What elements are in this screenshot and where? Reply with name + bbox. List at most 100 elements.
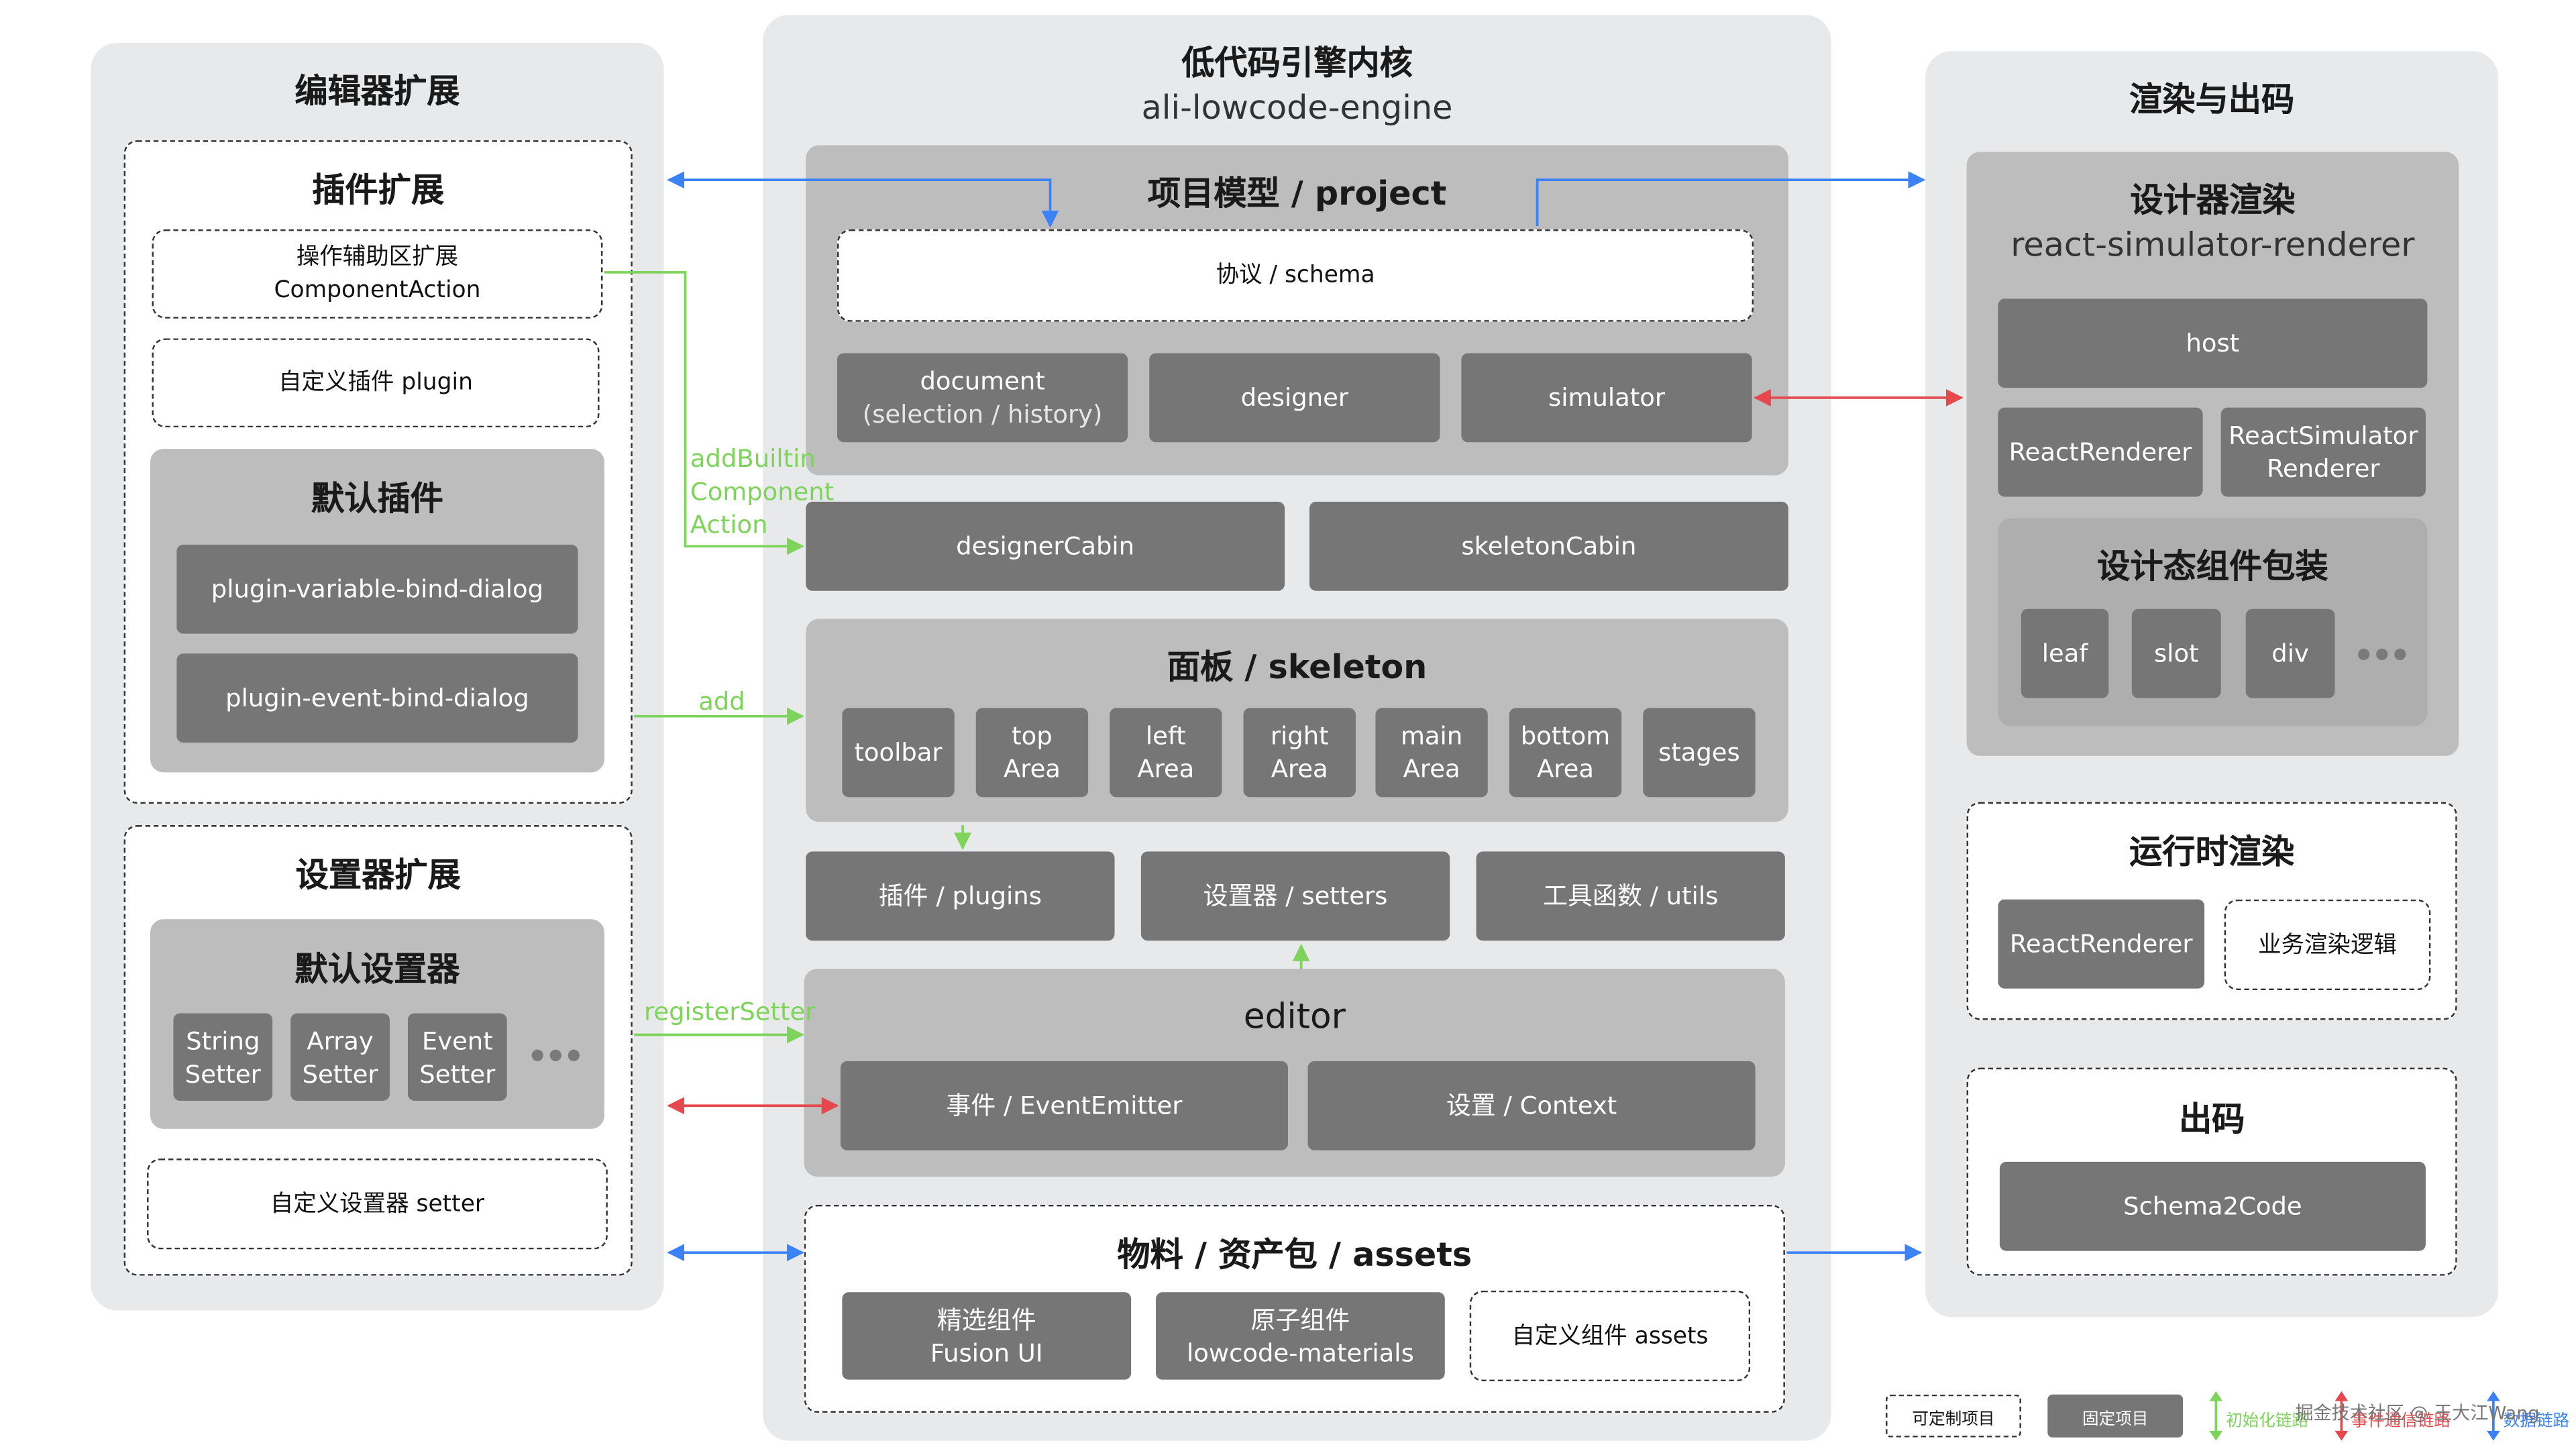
wrapper-slot: slot — [2131, 608, 2221, 698]
legend-init-link: 初始化链路 — [2226, 1412, 2309, 1431]
schema2code-box: Schema2Code — [1999, 1161, 2426, 1251]
setters-box: 设置器 / setters — [1140, 851, 1450, 941]
context-box: 设置 / Context — [1307, 1061, 1756, 1150]
skeleton-bottom-area: bottom Area — [1509, 708, 1622, 798]
lowcode-materials-line2: lowcode-materials — [1187, 1337, 1414, 1368]
custom-plugin-box: 自定义插件 plugin — [152, 338, 600, 428]
skeleton-toolbar: toolbar — [842, 708, 955, 798]
component-action-label-cn: 操作辅助区扩展 — [296, 244, 459, 271]
skeleton-left-area-line1: left — [1145, 721, 1186, 751]
fusion-ui-box: 精选组件 Fusion UI — [842, 1292, 1132, 1380]
legend-customizable-label: 可定制项目 — [1912, 1410, 1995, 1429]
skeleton-right-area-line1: right — [1270, 721, 1329, 751]
project-title: 项目模型 / project — [1147, 173, 1447, 213]
custom-assets-box: 自定义组件 assets — [1469, 1290, 1751, 1382]
event-setter-line1: Event — [421, 1025, 493, 1056]
runtime-render-title: 运行时渲染 — [2129, 831, 2295, 871]
skeleton-top-area: top Area — [975, 708, 1089, 798]
legend-customizable: 可定制项目 — [1886, 1394, 2021, 1438]
business-logic-box: 业务渲染逻辑 — [2224, 899, 2431, 991]
host-box: host — [1998, 299, 2428, 388]
edge-label-register-setter: registerSetter — [643, 996, 816, 1027]
event-setter-line2: Setter — [419, 1059, 496, 1089]
skeleton-main-area: main Area — [1375, 708, 1488, 798]
wrapper-leaf: leaf — [2021, 608, 2109, 698]
plugins-box: 插件 / plugins — [806, 851, 1115, 941]
simulator-box: simulator — [1461, 353, 1752, 443]
skeleton-left-area-line2: Area — [1137, 754, 1195, 784]
lowcode-materials-line1: 原子组件 — [1250, 1304, 1350, 1334]
array-setter: Array Setter — [290, 1013, 390, 1101]
component-action-box: 操作辅助区扩展 ComponentAction — [152, 229, 603, 319]
watermark: 掘金技术社区 @ 王大江Wang — [2295, 1403, 2540, 1425]
schema-box: 协议 / schema — [837, 229, 1754, 322]
engine-core-title: 低代码引擎内核 — [1181, 42, 1413, 83]
link-component-action-to-designer-cabin — [604, 271, 804, 555]
default-plugins-title: 默认插件 — [311, 478, 443, 519]
string-setter-line2: Setter — [184, 1059, 261, 1089]
skeleton-top-area-line2: Area — [1003, 754, 1061, 784]
skeleton-left-area: left Area — [1110, 708, 1222, 798]
designer-render-title: 设计器渲染 — [2130, 180, 2296, 220]
editor-extension-title: 编辑器扩展 — [294, 70, 460, 111]
react-simulator-renderer-line2: Renderer — [2267, 453, 2380, 484]
more-wrappers-ellipsis-icon — [2358, 648, 2406, 661]
component-action-label-en: ComponentAction — [274, 277, 481, 304]
skeleton-main-area-line2: Area — [1403, 754, 1460, 784]
edge-label-add-builtin: addBuiltin Component Action — [690, 442, 834, 541]
wrapper-div: div — [2245, 608, 2335, 698]
custom-setter-label: 自定义设置器 setter — [270, 1190, 485, 1218]
array-setter-line1: Array — [307, 1025, 374, 1056]
link-project-to-editor-ext — [667, 171, 1059, 228]
skeleton-main-area-line1: main — [1400, 721, 1463, 751]
plugin-extension-title: 插件扩展 — [312, 170, 445, 210]
react-simulator-renderer-line1: ReactSimulator — [2229, 421, 2418, 451]
plugin-variable-bind-dialog: plugin-variable-bind-dialog — [176, 544, 578, 634]
legend: 可定制项目 固定项目 初始化链路 事件通信链路 数据链路 — [1886, 1391, 2576, 1441]
skeleton-right-area: right Area — [1243, 708, 1356, 798]
lowcode-materials-box: 原子组件 lowcode-materials — [1156, 1292, 1445, 1380]
skeleton-stages: stages — [1643, 708, 1756, 798]
legend-data-link: 数据链路 — [2503, 1412, 2570, 1431]
utils-box: 工具函数 / utils — [1476, 851, 1785, 941]
string-setter-line1: String — [186, 1025, 260, 1056]
skeleton-toolbar-label: toolbar — [854, 737, 943, 767]
skeleton-stages-label: stages — [1658, 737, 1740, 767]
designer-render-subtitle: react-simulator-renderer — [2010, 224, 2415, 264]
default-setters-title: 默认设置器 — [294, 949, 460, 989]
editor-title: editor — [1243, 996, 1346, 1036]
string-setter: String Setter — [173, 1013, 273, 1101]
edge-label-add-builtin-line1: addBuiltin — [690, 443, 816, 474]
document-box: document (selection / history) — [837, 353, 1128, 443]
runtime-react-renderer-box: ReactRenderer — [1998, 899, 2205, 989]
fusion-ui-line2: Fusion UI — [930, 1337, 1043, 1368]
event-emitter-box: 事件 / EventEmitter — [840, 1061, 1288, 1150]
legend-comm-link: 事件通信链路 — [2351, 1412, 2451, 1431]
skeleton-title: 面板 / skeleton — [1167, 647, 1428, 687]
designer-box: designer — [1149, 353, 1440, 443]
render-codegen-title: 渲染与出码 — [2129, 79, 2295, 119]
legend-fixed: 固定项目 — [2047, 1394, 2184, 1438]
custom-setter-box: 自定义设置器 setter — [147, 1158, 608, 1250]
legend-data-arrow-icon — [2487, 1391, 2500, 1441]
legend-comm-arrow-icon — [2334, 1391, 2349, 1441]
skeleton-bottom-area-line1: bottom — [1520, 721, 1611, 751]
schema-label: 协议 / schema — [1216, 262, 1375, 289]
edge-label-add-builtin-line2: Component — [690, 476, 835, 507]
business-logic-label: 业务渲染逻辑 — [2258, 931, 2397, 959]
design-wrapper-title: 设计态组件包装 — [2097, 546, 2328, 586]
skeleton-bottom-area-line2: Area — [1537, 754, 1595, 784]
legend-init-arrow-icon — [2209, 1391, 2223, 1441]
react-simulator-renderer-box: ReactSimulator Renderer — [2220, 407, 2426, 497]
event-setter: Event Setter — [407, 1013, 507, 1101]
edge-label-add-builtin-line3: Action — [690, 510, 768, 540]
engine-core-subtitle: ali-lowcode-engine — [1141, 87, 1453, 127]
legend-fixed-label: 固定项目 — [2082, 1410, 2149, 1429]
more-setters-ellipsis-icon — [531, 1049, 580, 1061]
skeleton-top-area-line1: top — [1012, 721, 1053, 751]
assets-title: 物料 / 资产包 / assets — [1117, 1234, 1472, 1275]
plugin-event-bind-dialog: plugin-event-bind-dialog — [176, 653, 578, 743]
document-sublabel: (selection / history) — [862, 399, 1103, 429]
codegen-title: 出码 — [2178, 1099, 2245, 1139]
